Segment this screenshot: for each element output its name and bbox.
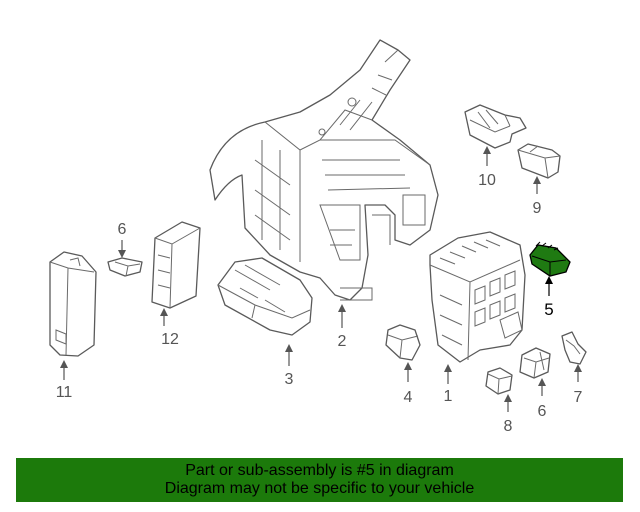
info-banner: Part or sub-assembly is #5 in diagram Di… <box>16 458 623 502</box>
callout-3: 3 <box>285 371 294 388</box>
part-2-housing[interactable] <box>209 39 439 301</box>
callout-9: 9 <box>533 200 542 217</box>
callout-8: 8 <box>504 418 513 435</box>
part-8-relay[interactable] <box>485 367 513 395</box>
part-6-relay-right[interactable] <box>519 347 551 379</box>
callout-7: 7 <box>574 389 583 406</box>
callout-labels: 1 2 3 4 5 6 6 7 8 9 10 11 12 <box>56 172 583 435</box>
part-11-cover[interactable] <box>49 251 97 357</box>
callout-10: 10 <box>478 172 496 189</box>
part-7-terminal[interactable] <box>561 331 587 365</box>
part-10-connector[interactable] <box>464 104 527 149</box>
callout-5: 5 <box>544 300 553 319</box>
banner-line-1: Part or sub-assembly is #5 in diagram <box>185 462 454 479</box>
callout-4: 4 <box>404 389 413 406</box>
callout-6-left: 6 <box>118 221 127 238</box>
part-1-fuse-box[interactable] <box>429 231 526 363</box>
part-5-relay-highlighted[interactable] <box>529 241 571 277</box>
callout-12: 12 <box>161 331 179 348</box>
part-4-bracket[interactable] <box>385 324 421 361</box>
part-6-fuse-left[interactable] <box>107 257 143 277</box>
callout-6-right: 6 <box>538 403 547 420</box>
leader-lines <box>60 146 582 412</box>
callout-11: 11 <box>56 384 73 401</box>
callout-1: 1 <box>444 388 453 405</box>
part-9-relay[interactable] <box>517 143 561 179</box>
banner-line-2: Diagram may not be specific to your vehi… <box>164 480 475 497</box>
callout-2: 2 <box>338 333 347 350</box>
part-12-module[interactable] <box>151 221 201 309</box>
part-3-tray[interactable] <box>217 257 313 336</box>
